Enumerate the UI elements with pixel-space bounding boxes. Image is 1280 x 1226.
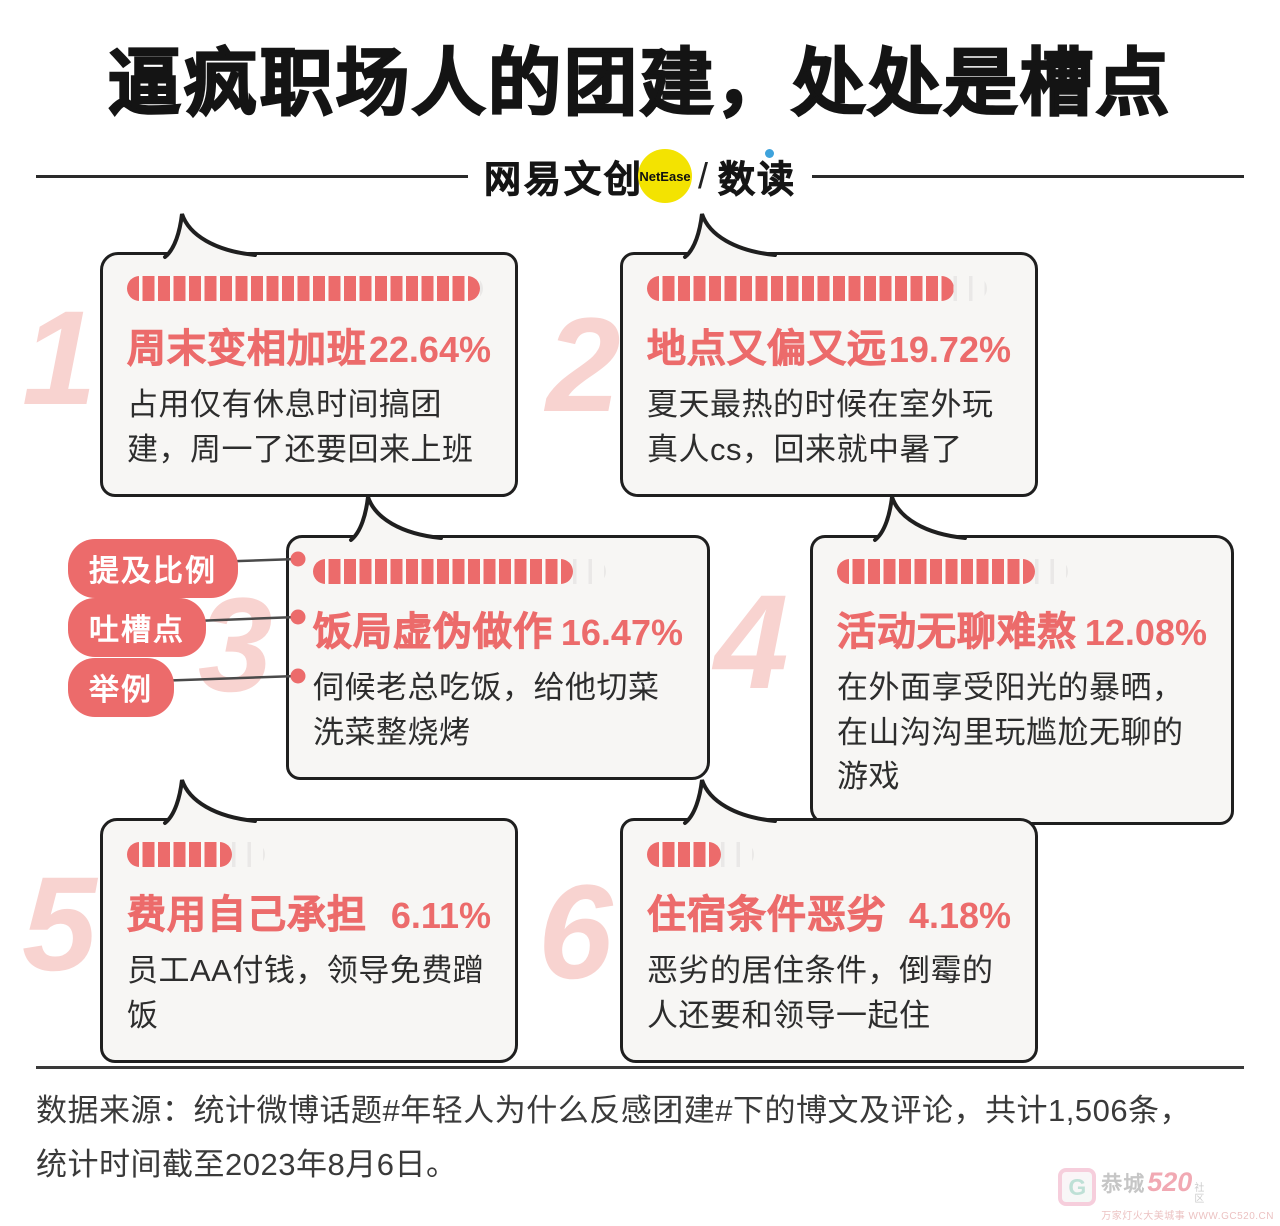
complaint-example: 在外面享受阳光的暴晒，在山沟沟里玩尴尬无聊的游戏	[837, 670, 1184, 795]
mention-ratio-bar	[647, 842, 754, 867]
brand-wordmark: 网易文创	[484, 159, 644, 201]
brand-slash: /	[698, 155, 709, 196]
complaint-title: 饭局虚伪做作	[313, 611, 554, 655]
rank-number-1: 1	[22, 284, 97, 433]
complaint-card-4: 活动无聊难熬 12.08% 在外面享受阳光的暴晒，在山沟沟里玩尴尬无聊的游戏	[810, 496, 1234, 825]
sub-brand-wrap: 数读	[718, 149, 796, 203]
complaint-card-1: 周末变相加班 22.64% 占用仅有休息时间搞团建，周一了还要回来上班	[100, 213, 518, 498]
complaint-example: 夏天最热的时候在室外玩真人cs，回来就中暑了	[647, 387, 994, 467]
mention-ratio-bar-fill	[647, 276, 954, 301]
brand-logo: 网易文创 NetEase / 数读	[484, 149, 796, 203]
watermark-tagline: 万家灯火大美城事 WWW.GC520.CN	[1101, 1211, 1274, 1222]
complaint-example: 伺候老总吃饭，给他切菜洗菜整烧烤	[313, 670, 660, 750]
mention-ratio-bar-fill	[127, 276, 480, 301]
complaint-title: 费用自己承担	[127, 894, 368, 938]
rank-number-3: 3	[198, 571, 273, 720]
complaint-card-6: 住宿条件恶劣 4.18% 恶劣的居住条件，倒霉的人还要和领导一起住	[620, 779, 1038, 1064]
mention-ratio-bar-fill	[127, 842, 232, 867]
rank-number-2: 2	[546, 291, 621, 440]
site-watermark: G 恭城 520 社区 万家灯火大美城事 WWW.GC520.CN	[1058, 1168, 1274, 1222]
complaint-card-2: 地点又偏又远 19.72% 夏天最热的时候在室外玩真人cs，回来就中暑了	[620, 213, 1038, 498]
bubble-tail-icon	[683, 213, 777, 259]
bubble-tail-icon	[163, 213, 257, 259]
right-divider-line	[812, 174, 1245, 178]
mention-ratio-bar	[837, 559, 1068, 584]
mention-ratio-bar	[127, 842, 265, 867]
complaint-title: 活动无聊难熬	[837, 611, 1078, 655]
bubble-tail-icon	[163, 779, 257, 825]
watermark-logo-icon: G	[1058, 1168, 1097, 1206]
watermark-number: 520	[1147, 1167, 1193, 1197]
sub-brand-wordmark: 数读	[718, 159, 797, 201]
complaint-example: 占用仅有休息时间搞团建，周一了还要回来上班	[127, 387, 474, 467]
legend-pill-example: 举例	[68, 658, 174, 717]
mention-ratio-bar-fill	[313, 559, 573, 584]
mention-ratio-bar	[313, 559, 606, 584]
blue-dot-icon	[765, 149, 775, 158]
complaint-card-5: 费用自己承担 6.11% 员工AA付钱，领导免费蹭饭	[100, 779, 518, 1064]
footer-divider-line	[36, 1066, 1244, 1069]
bubble-tail-icon	[349, 496, 443, 542]
data-source-note: 数据来源：统计微博话题#年轻人为什么反感团建#下的博文及评论，共计1,506条，…	[36, 1084, 1250, 1192]
mention-ratio-bar-fill	[837, 559, 1035, 584]
complaint-percent: 22.64%	[368, 329, 491, 370]
complaint-title: 住宿条件恶劣	[647, 894, 888, 938]
complaint-percent: 16.47%	[560, 612, 683, 653]
complaint-card-3: 饭局虚伪做作 16.47% 伺候老总吃饭，给他切菜洗菜整烧烤	[286, 496, 710, 781]
complaint-title: 周末变相加班	[127, 328, 368, 372]
legend-pill-mention-ratio: 提及比例	[68, 539, 238, 598]
legend-pill-complaint: 吐槽点	[68, 598, 206, 657]
rank-number-4: 4	[714, 568, 789, 717]
mention-ratio-bar-fill	[647, 842, 721, 867]
mention-ratio-bar	[647, 276, 987, 301]
watermark-name: 恭城	[1101, 1173, 1146, 1196]
left-divider-line	[36, 174, 468, 178]
data-source-line2: 统计时间截至2023年8月6日。	[36, 1146, 458, 1182]
complaint-example: 员工AA付钱，领导免费蹭饭	[127, 953, 485, 1033]
data-source-line1: 数据来源：统计微博话题#年轻人为什么反感团建#下的博文及评论，共计1,506条，	[36, 1093, 1192, 1128]
complaint-title: 地点又偏又远	[647, 328, 888, 372]
watermark-suffix: 社区	[1194, 1183, 1205, 1205]
netease-label: NetEase	[639, 168, 691, 184]
rank-number-5: 5	[22, 850, 97, 999]
netease-yellow-badge: NetEase	[638, 149, 692, 203]
bubble-tail-icon	[873, 496, 967, 542]
mention-ratio-bar	[127, 276, 483, 301]
complaint-percent: 12.08%	[1084, 612, 1207, 653]
complaint-percent: 19.72%	[888, 329, 1011, 370]
complaint-percent: 4.18%	[908, 895, 1011, 936]
page-title: 逼疯职场人的团建，处处是槽点	[107, 42, 1172, 125]
complaint-example: 恶劣的居住条件，倒霉的人还要和领导一起住	[647, 953, 994, 1033]
bubble-tail-icon	[683, 779, 777, 825]
rank-number-6: 6	[538, 858, 613, 1007]
brand-row: 网易文创 NetEase / 数读	[36, 148, 1245, 204]
complaint-percent: 6.11%	[390, 895, 491, 936]
